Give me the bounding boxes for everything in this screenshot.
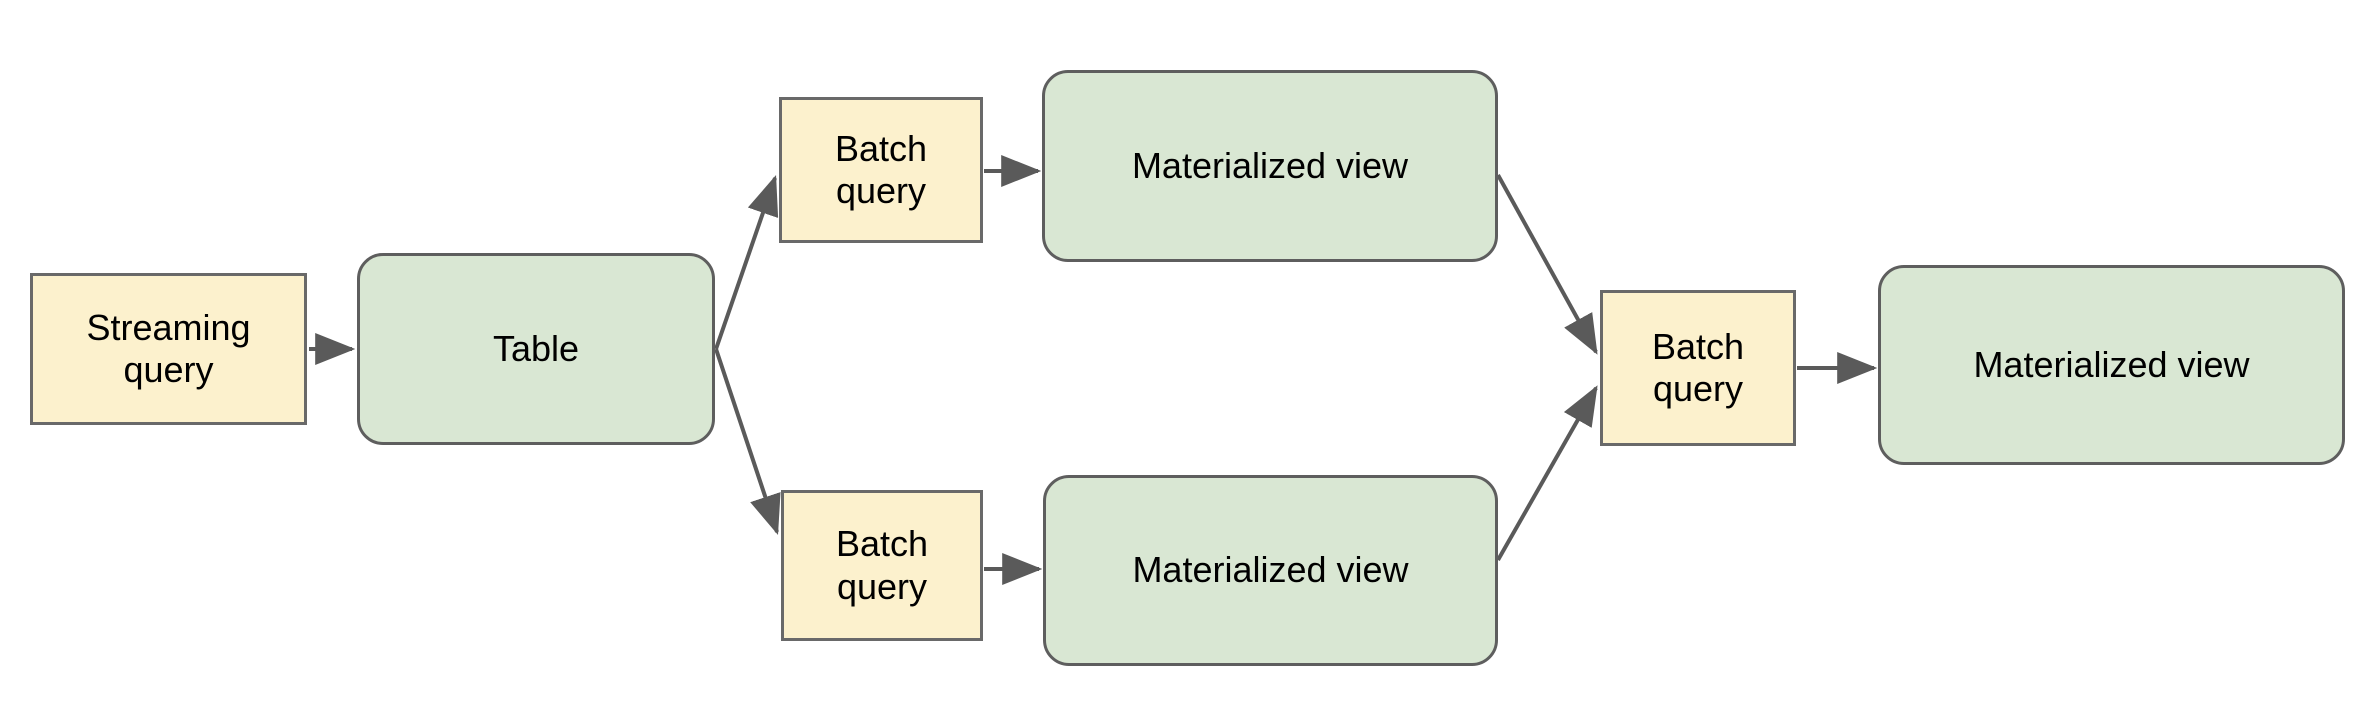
node-materialized-view-bottom-label: Materialized view	[1132, 549, 1409, 591]
node-streaming-query[interactable]: Streaming query	[30, 273, 307, 425]
node-batch-query-bottom-label: Batch query	[835, 523, 929, 607]
edge-mv-bot-to-batch-mid	[1496, 385, 1598, 561]
node-table-label: Table	[492, 327, 580, 369]
node-materialized-view-top-label: Materialized view	[1131, 144, 1409, 186]
node-materialized-view-right-label: Materialized view	[1973, 343, 2250, 385]
node-batch-query-middle-label: Batch query	[1651, 325, 1745, 409]
node-materialized-view-bottom[interactable]: Materialized view	[1043, 475, 1498, 666]
node-batch-query-bottom[interactable]: Batch query	[781, 490, 983, 641]
node-materialized-view-right[interactable]: Materialized view	[1878, 265, 2345, 465]
edge-mv-top-to-batch-mid	[1496, 174, 1598, 355]
edge-table-to-batch-top	[714, 174, 779, 350]
node-batch-query-top-label: Batch query	[834, 127, 928, 211]
node-batch-query-middle[interactable]: Batch query	[1600, 290, 1796, 446]
node-streaming-query-label: Streaming query	[86, 306, 251, 390]
edge-table-to-batch-bot	[714, 348, 781, 536]
node-batch-query-top[interactable]: Batch query	[779, 97, 983, 243]
node-materialized-view-top[interactable]: Materialized view	[1042, 70, 1498, 262]
node-table[interactable]: Table	[357, 253, 715, 445]
